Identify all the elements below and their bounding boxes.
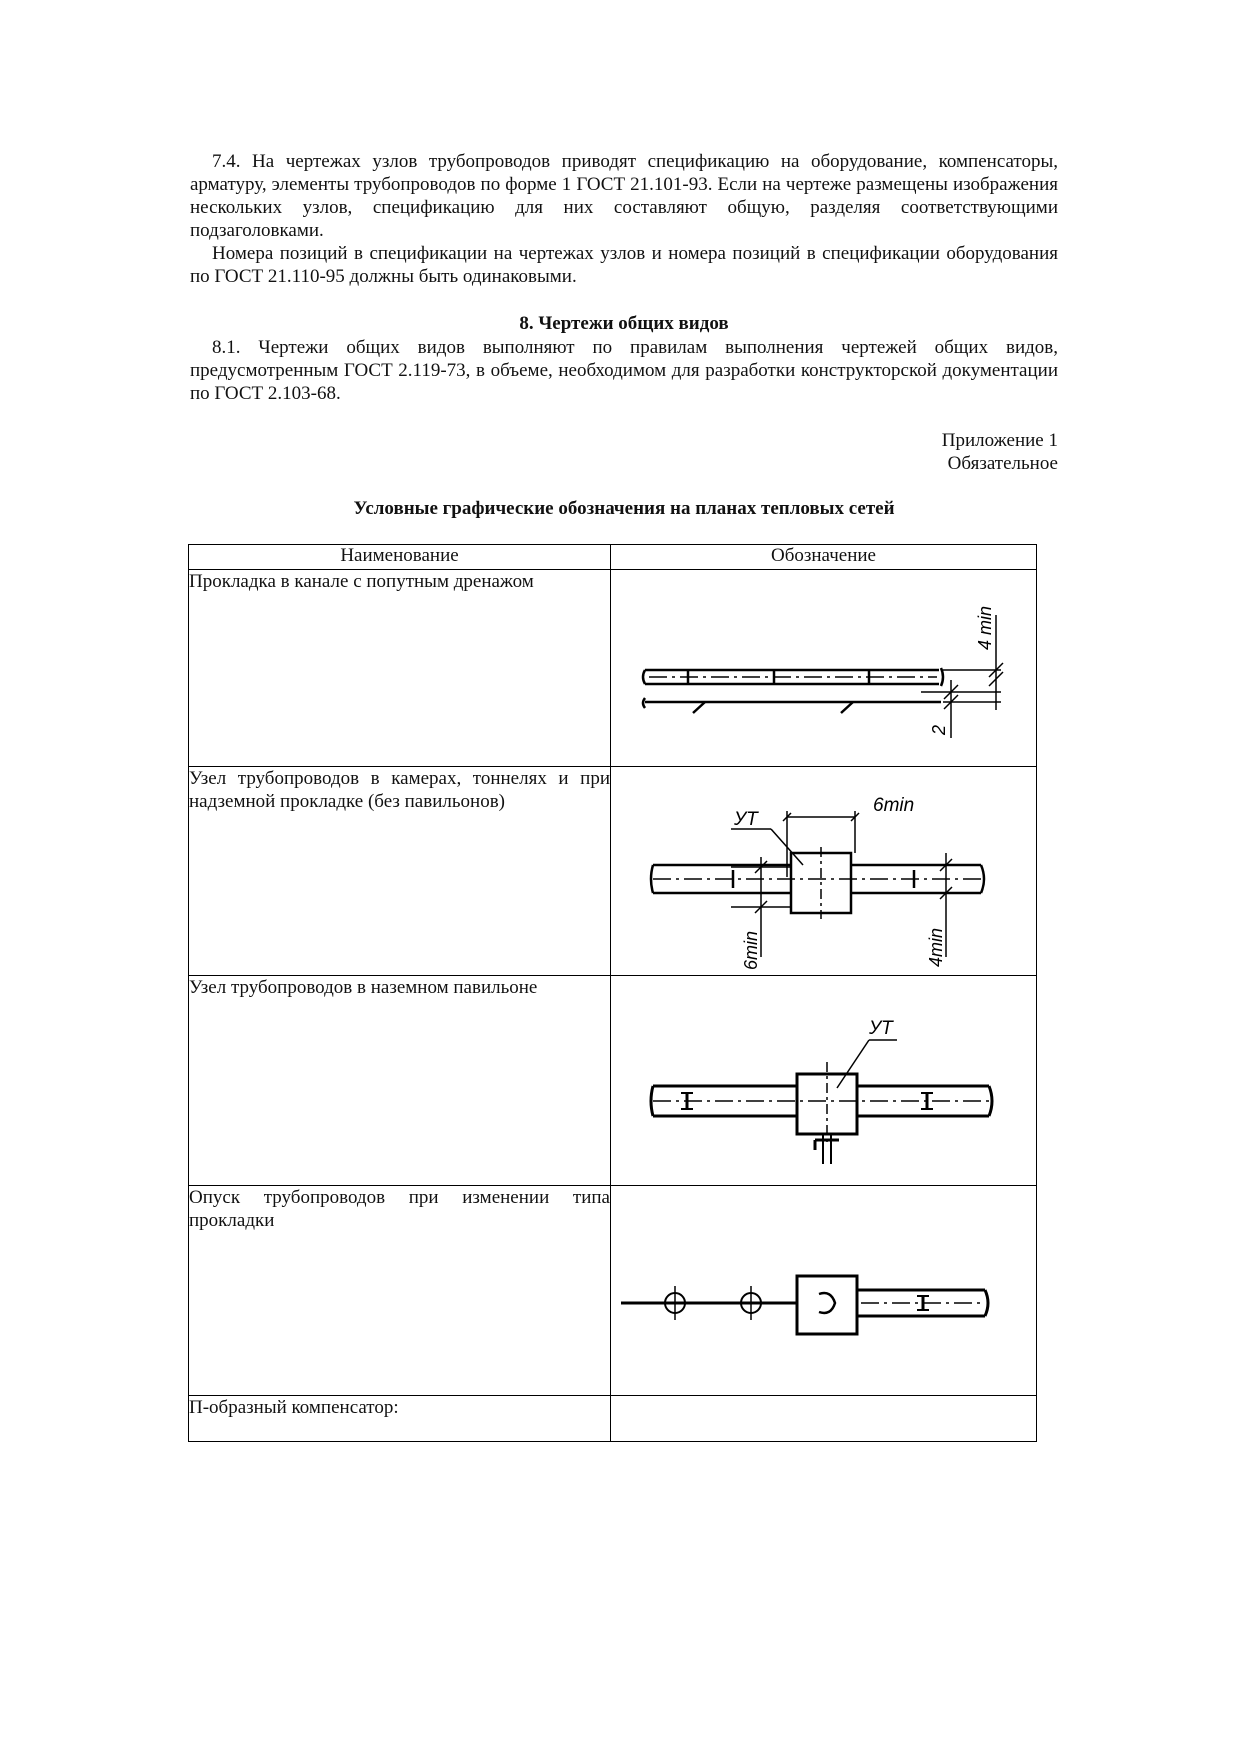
table-header-row: Наименование Обозначение: [188, 544, 1037, 570]
row-name-ground-pavilion: Узел трубопроводов в наземном павильоне: [188, 975, 611, 1186]
dim-2-label: 2: [929, 725, 949, 736]
ut-label: УТ: [868, 1018, 894, 1039]
dim-4min-right-label: 4min: [926, 928, 946, 967]
header-name: Наименование: [188, 544, 611, 570]
row-symbol-u-compensator: [610, 1395, 1037, 1442]
paragraph-8-1: 8.1. Чертежи общих видов выполняют по пр…: [190, 337, 1058, 404]
header-symbol: Обозначение: [610, 544, 1037, 570]
row-symbol-ground-pavilion: УТ: [610, 975, 1037, 1186]
table-row: Узел трубопроводов в камерах, тоннелях и…: [188, 766, 1037, 976]
row-name-u-compensator: П-образный компенсатор:: [188, 1395, 611, 1442]
pipeline-descent-symbol: [621, 1274, 990, 1336]
ut-label: УТ: [733, 809, 759, 830]
paragraph-7-4-positions: Номера позиций в спецификации на чертежа…: [190, 243, 1058, 287]
table-row: Узел трубопроводов в наземном павильоне …: [188, 975, 1037, 1186]
appendix-number: Приложение 1: [941, 430, 1058, 451]
row-symbol-channel-drainage: 4 min 2: [610, 569, 1037, 767]
dim-4min-label: 4 min: [975, 606, 995, 650]
ground-pavilion-symbol: УТ: [649, 1018, 994, 1164]
table-row: П-образный компенсатор:: [188, 1395, 1037, 1442]
dim-6min-left-label: 6min: [741, 931, 761, 970]
table-title: Условные графические обозначения на план…: [353, 498, 895, 519]
row-symbol-pipeline-descent: [610, 1185, 1037, 1396]
section-8-heading: 8. Чертежи общих видов: [519, 313, 729, 334]
table-row: Опуск трубопроводов при изменении типа п…: [188, 1185, 1037, 1396]
row-name-channel-drainage: Прокладка в канале с попутным дренажом: [188, 569, 611, 767]
table-row: Прокладка в канале с попутным дренажом: [188, 569, 1037, 767]
pipeline-node-chamber-symbol: УТ 6min 6min 4min: [649, 795, 986, 970]
paragraph-7-4: 7.4. На чертежах узлов трубопроводов при…: [190, 151, 1058, 241]
dim-6min-top-label: 6min: [873, 795, 914, 816]
row-name-pipeline-node-chamber: Узел трубопроводов в камерах, тоннелях и…: [188, 766, 611, 976]
appendix-label: Приложение 1 Обязательное: [942, 429, 1058, 475]
appendix-status: Обязательное: [947, 453, 1058, 474]
channel-drainage-symbol: 4 min 2: [641, 606, 1004, 738]
row-name-pipeline-descent: Опуск трубопроводов при изменении типа п…: [188, 1185, 611, 1396]
symbols-table: Наименование Обозначение Прокладка в кан…: [188, 544, 1037, 1442]
row-symbol-pipeline-node-chamber: УТ 6min 6min 4min: [610, 766, 1037, 976]
